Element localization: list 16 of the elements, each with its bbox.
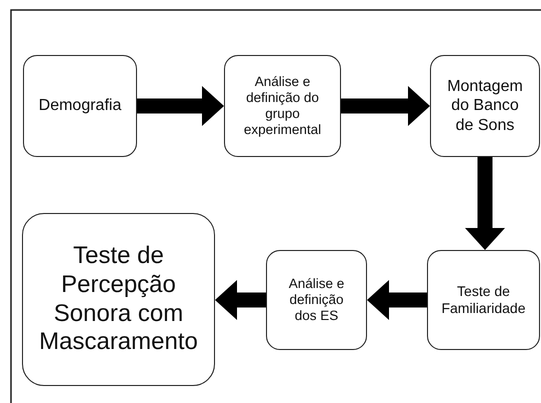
step-text: Análise e definição do grupo experimental bbox=[242, 74, 322, 138]
block-arrow bbox=[341, 86, 430, 126]
process-box bbox=[224, 55, 341, 157]
block-arrow bbox=[465, 157, 505, 250]
process-box bbox=[430, 55, 540, 157]
step-text: Montagem do Banco de Sons bbox=[446, 77, 524, 135]
process-box bbox=[23, 55, 137, 157]
step-text: Teste de Percepção Sonora com Mascaramento bbox=[38, 242, 199, 358]
block-arrow bbox=[137, 86, 224, 126]
process-box bbox=[266, 250, 367, 350]
step-text: Análise e definição dos ES bbox=[288, 276, 346, 324]
block-arrow bbox=[215, 280, 266, 320]
step-text: Demografia bbox=[38, 96, 122, 116]
process-box bbox=[427, 250, 540, 350]
step-text: Teste de Familiaridade bbox=[440, 283, 527, 317]
process-box bbox=[22, 213, 215, 386]
